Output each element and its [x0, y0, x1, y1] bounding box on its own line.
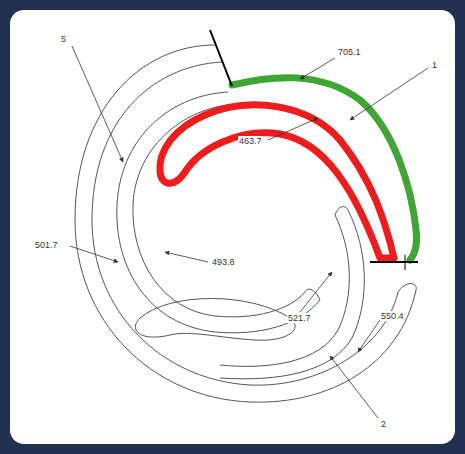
callout-number: 521.7 [287, 313, 312, 323]
callout-number: 550.4 [380, 311, 405, 321]
callout-number: 501.7 [34, 240, 59, 250]
callout-number: 463.7 [238, 136, 263, 146]
callout-number: 2 [380, 419, 387, 429]
callout-number: 705.1 [337, 47, 362, 57]
callout-number: 1 [431, 60, 438, 70]
callout-number: 493.8 [211, 257, 236, 267]
callout-number: 5 [60, 34, 67, 44]
